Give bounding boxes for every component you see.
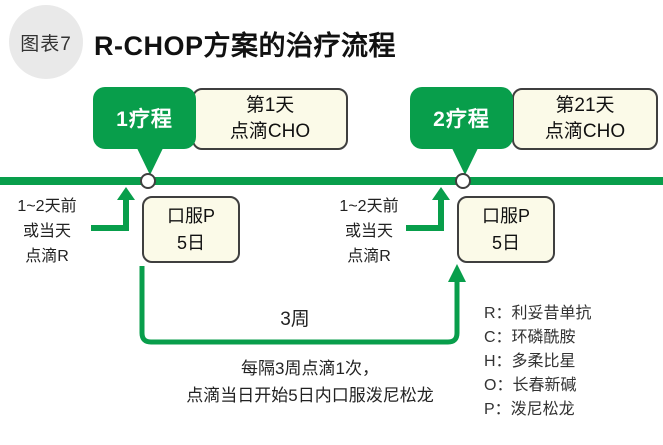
- course-1-treatment: 点滴CHO: [229, 121, 311, 142]
- course-2-oral-line-1: 口服P: [481, 205, 530, 226]
- course-2-oral-p-box: 口服P 5日: [457, 196, 555, 263]
- course-1-pre-line-1: 1~2天前: [17, 198, 77, 215]
- interval-bracket: [139, 266, 460, 345]
- legend-item-c: C：环磷酰胺: [484, 329, 576, 346]
- course-1-day: 第1天: [245, 95, 295, 116]
- legend-item-o: O：长春新碱: [484, 377, 577, 394]
- course-2-label: 2疗程: [433, 108, 490, 131]
- pre-arrow-1-head: [117, 187, 135, 200]
- course-2-pre-note: 1~2天前 或当天 点滴R: [326, 194, 412, 269]
- interval-label: 3周: [280, 309, 310, 330]
- timeline-point-2: [455, 173, 471, 189]
- course-1-bubble-tail: [135, 144, 165, 175]
- course-2-treatment: 点滴CHO: [544, 121, 626, 142]
- legend-item-h: H：多柔比星: [484, 353, 576, 370]
- course-1-label: 1疗程: [116, 108, 173, 131]
- course-1-pre-line-2: 或当天: [22, 223, 71, 240]
- legend-item-r: R：利妥昔单抗: [484, 305, 592, 322]
- timeline-point-1: [140, 173, 156, 189]
- course-2-pre-line-1: 1~2天前: [339, 198, 399, 215]
- course-2-day: 第21天: [555, 95, 615, 116]
- course-2-day-box: 第21天 点滴CHO: [512, 88, 658, 150]
- figure-number-label: 图表7: [20, 33, 72, 55]
- course-1-day-box: 第1天 点滴CHO: [192, 88, 348, 150]
- pre-arrow-1: [91, 199, 129, 231]
- course-2-bubble-tail: [450, 144, 480, 175]
- schedule-note-line-2: 点滴当日开始5日内口服泼尼松龙: [186, 386, 434, 405]
- course-2-pre-line-2: 或当天: [344, 223, 393, 240]
- figure-number-badge: 图表7: [9, 5, 83, 79]
- course-1-oral-p-box: 口服P 5日: [142, 196, 240, 263]
- course-2-oral-line-2: 5日: [491, 232, 520, 253]
- legend-item-p: P：泼尼松龙: [484, 401, 575, 418]
- schedule-note: 每隔3周点滴1次， 点滴当日开始5日内口服泼尼松龙: [133, 355, 487, 409]
- course-2-pre-line-3: 点滴R: [347, 248, 391, 265]
- pre-arrow-2: [406, 199, 444, 231]
- course-1-pre-line-3: 点滴R: [25, 248, 69, 265]
- drug-legend: R：利妥昔单抗 C：环磷酰胺 H：多柔比星 O：长春新碱 P：泼尼松龙: [484, 302, 592, 422]
- course-2-bubble: 2疗程: [410, 87, 513, 149]
- schedule-note-line-1: 每隔3周点滴1次，: [241, 359, 379, 378]
- course-1-oral-line-2: 5日: [176, 232, 205, 253]
- timeline-line: [0, 177, 663, 185]
- interval-bracket-arrow-head: [448, 264, 466, 282]
- pre-arrow-2-head: [432, 187, 450, 200]
- course-1-oral-line-1: 口服P: [166, 205, 215, 226]
- course-1-bubble: 1疗程: [93, 87, 196, 149]
- course-1-pre-note: 1~2天前 或当天 点滴R: [2, 194, 92, 269]
- figure-title: R-CHOP方案的治疗流程: [94, 31, 396, 61]
